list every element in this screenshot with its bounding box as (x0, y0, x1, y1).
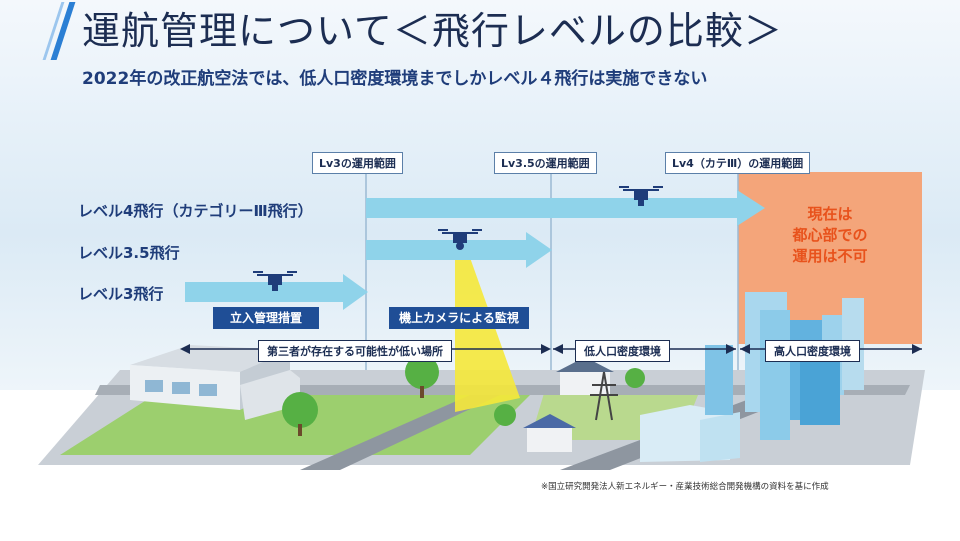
level3-arrow (185, 274, 368, 310)
page-subtitle: 2022年の改正航空法では、低人口密度環境までしかレベル４飛行は実施できない (82, 69, 708, 89)
high-rise (760, 310, 790, 440)
restricted-note-line2: 都心部での (792, 226, 868, 244)
tag-camera: 機上カメラによる監視 (389, 307, 529, 329)
level4-label: レベル4飛行（カテゴリーⅢ飛行） (78, 202, 313, 220)
warehouse-door (172, 382, 190, 394)
tag-tachiiri: 立入管理措置 (213, 307, 319, 329)
camera-beam (455, 252, 520, 412)
restricted-note-line1: 現在は (807, 205, 853, 223)
zone-label-low-prob: 第三者が存在する可能性が低い場所 (258, 340, 452, 362)
source-footnote: ※国立研究開発法人新エネルギー・産業技術総合開発機構の資料を基に作成 (541, 482, 829, 492)
level35-arrow (366, 232, 552, 268)
warehouse-roof (130, 345, 290, 372)
restricted-note: 現在は 都心部での 運用は不可 (738, 204, 922, 267)
road (300, 395, 500, 470)
restricted-note-line3: 運用は不可 (792, 247, 868, 265)
house-roof (523, 414, 576, 428)
level35-label: レベル3.5飛行 (78, 244, 180, 262)
tree (494, 404, 516, 426)
zone-label-high-density: 高人口密度環境 (765, 340, 860, 362)
tree (282, 392, 318, 428)
range-label-lv4: Lv4（カテⅢ）の運用範囲 (665, 152, 811, 174)
zone-label-low-density: 低人口密度環境 (575, 340, 670, 362)
range-label-lv3: Lv3の運用範囲 (312, 152, 403, 174)
page-title: 運航管理について＜飛行レベルの比較＞ (82, 9, 783, 53)
power-pylon (595, 371, 613, 421)
range-label-lv35: Lv3.5の運用範囲 (494, 152, 597, 174)
drone-level4 (619, 186, 663, 206)
level4-arrow (366, 190, 765, 226)
tree (405, 355, 439, 389)
warehouse-door (145, 380, 163, 392)
level3-label: レベル3飛行 (78, 285, 164, 303)
drone-level3 (253, 271, 297, 291)
warehouse-door (199, 384, 217, 396)
tree (625, 368, 645, 388)
high-rise (705, 345, 733, 415)
drone-level35 (438, 229, 482, 250)
office-building-front (700, 412, 740, 462)
house-roof (556, 357, 614, 372)
